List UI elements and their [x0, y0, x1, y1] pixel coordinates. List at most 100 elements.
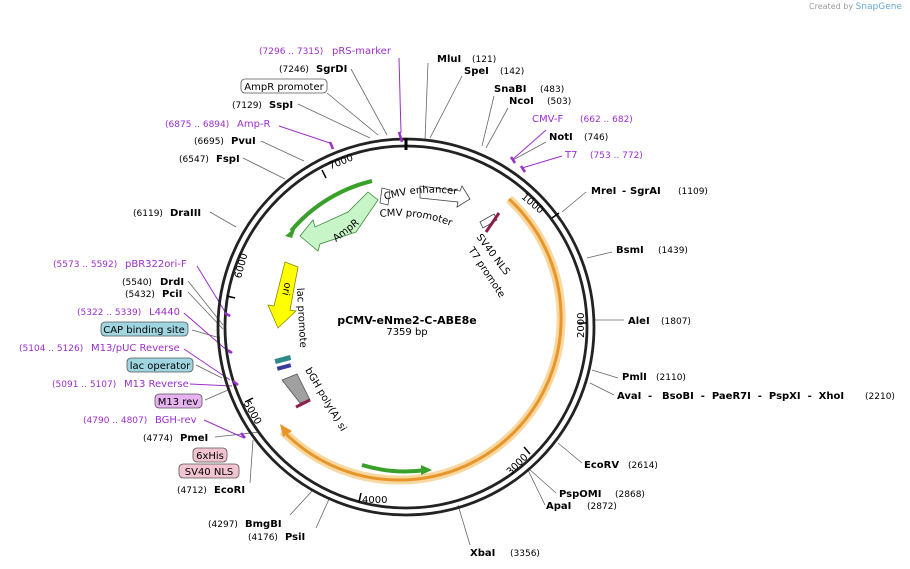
enzyme-sgrai: SgrAI	[630, 186, 661, 197]
label-ampr-promoter: AmpR promoter	[244, 82, 324, 93]
enzyme-pcii-pos: (5432)	[125, 290, 155, 300]
enzyme-bsmi: BsmI	[616, 245, 644, 256]
label-sv40-nls-box: SV40 NLS	[185, 467, 234, 478]
enzyme-avai-group: BsoBI - PaeR7I - PspXI - XhoI	[662, 391, 844, 402]
box-lac-operator	[126, 357, 194, 373]
sv40-nls-small	[295, 398, 311, 409]
enzyme-avai-pos: (2210)	[865, 392, 895, 402]
primer-m13-reverse-pos: (5091 .. 5107)	[52, 380, 116, 390]
enzyme-pspomi: PspOMI	[559, 489, 601, 500]
enzyme-pvui-pos: (6695)	[194, 137, 224, 147]
primer-m13-puc-rev: M13/pUC Reverse	[91, 343, 180, 354]
tick-4000: 4000	[362, 495, 387, 506]
enzyme-draiii-pos: (6119)	[133, 209, 163, 219]
primer-bgh-rev-pos: (4790 .. 4807)	[83, 416, 147, 426]
cap-binding-marker	[274, 355, 292, 365]
enzyme-spei-pos: (142)	[500, 67, 524, 77]
enzyme-avai: AvaI	[617, 391, 641, 402]
tick-2000: 2000	[576, 313, 587, 338]
enzyme-sspi: SspI	[269, 100, 293, 111]
box-6xhis	[192, 447, 228, 463]
enzyme-ncoi-pos: (503)	[547, 97, 571, 107]
enzyme-pmli-pos: (2110)	[656, 373, 686, 383]
enzyme-xbai-pos: (3356)	[510, 549, 540, 559]
box-sv40-nls	[178, 463, 240, 479]
green-line-bottom	[361, 463, 427, 474]
cds-arc	[281, 197, 563, 482]
cds-arrowhead	[280, 424, 292, 437]
enzyme-draiii: DraIII	[170, 208, 201, 219]
primer-cmv-f: CMV-F	[532, 114, 563, 125]
enzyme-alei: AleI	[628, 316, 650, 327]
enzyme-fspi-pos: (6547)	[179, 155, 209, 165]
box-m13-rev	[154, 393, 203, 409]
label-leader-lines	[187, 62, 624, 546]
enzyme-ecorv-pos: (2614)	[628, 461, 658, 471]
snapgene-logo: SnapGene	[855, 2, 902, 12]
enzyme-ncoi: NcoI	[509, 96, 534, 107]
ori-arrow	[267, 261, 299, 329]
enzyme-sgrai-dash: -	[622, 186, 626, 197]
ampr-line-top-arrow	[285, 227, 296, 238]
plasmid-name: pCMV-eNme2-C-ABE8e	[337, 314, 476, 327]
box-ampr-promoter	[240, 78, 328, 94]
primer-l4440: L4440	[149, 307, 180, 318]
enzyme-pmei-pos: (4774)	[143, 434, 173, 444]
tick-6000: 6000	[233, 252, 250, 279]
enzyme-labels-right: MluI (121) SpeI (142) SnaBI (483) NcoI (…	[437, 54, 895, 559]
enzyme-apai-pos: (2872)	[587, 502, 617, 512]
primer-prs-marker: pRS-marker	[332, 46, 392, 57]
enzyme-mrei: MreI	[591, 186, 616, 197]
enzyme-pspomi-pos: (2868)	[615, 490, 645, 500]
credit-prefix: Created by	[809, 2, 854, 11]
enzyme-pmei: PmeI	[180, 433, 208, 444]
enzyme-sgrdi-pos: (7246)	[279, 65, 309, 75]
primer-sites	[224, 131, 527, 439]
tick-3000: 3000	[505, 452, 531, 478]
enzyme-snabi-pos: (483)	[540, 85, 564, 95]
enzyme-xbai: XbaI	[470, 548, 495, 559]
label-6xhis: 6xHis	[196, 451, 224, 462]
enzyme-noti-pos: (746)	[584, 133, 608, 143]
enzyme-fspi: FspI	[216, 154, 240, 165]
snapgene-credit: Created by SnapGene	[809, 2, 902, 12]
label-cap-binding-site: CAP binding site	[103, 325, 185, 336]
enzyme-noti: NotI	[549, 132, 573, 143]
primer-t7: T7	[564, 150, 577, 161]
label-lac-operator: lac operator	[130, 361, 191, 372]
enzyme-bmgbi: BmgBI	[245, 519, 282, 530]
primer-t7-pos: (753 .. 772)	[590, 151, 643, 161]
enzyme-pmli: PmlI	[622, 372, 647, 383]
green-line-bottom-arrow	[421, 465, 432, 475]
label-ori: ori	[279, 281, 293, 296]
boxed-feature-labels: AmpR promoter CAP binding site lac opera…	[100, 78, 328, 479]
primer-pbr322ori-f: pBR322ori-F	[125, 259, 187, 270]
enzyme-labels-left: (4176) PsiI (4297) BmgBI (4712) EcoRI (4…	[122, 64, 347, 543]
plasmid-length: 7359 bp	[386, 327, 427, 338]
enzyme-ecori-pos: (4712)	[177, 486, 207, 496]
primer-m13-puc-rev-pos: (5104 .. 5126)	[19, 344, 83, 354]
label-m13-rev: M13 rev	[158, 397, 199, 408]
label-cmv-promoter: CMV promoter	[379, 208, 454, 229]
primer-amp-r-pos: (6875 .. 6894)	[165, 120, 229, 130]
cmv-enhancer-arrow	[419, 185, 471, 208]
primer-amp-r: Amp-R	[237, 119, 271, 130]
enzyme-pvui: PvuI	[231, 136, 256, 147]
enzyme-bsmi-pos: (1439)	[658, 246, 688, 256]
enzyme-snabi: SnaBI	[494, 84, 526, 95]
enzyme-sgrdi: SgrDI	[316, 64, 347, 75]
primer-m13-reverse: M13 Reverse	[124, 379, 189, 390]
enzyme-apai: ApaI	[546, 501, 571, 512]
primer-labels: (7296 .. 7315) pRS-marker (6875 .. 6894)…	[19, 46, 643, 426]
box-cap-binding-site	[100, 321, 189, 337]
enzyme-sspi-pos: (7129)	[232, 101, 262, 111]
enzyme-ecori: EcoRI	[214, 485, 245, 496]
enzyme-pcii: PciI	[162, 289, 182, 300]
enzyme-psii-pos: (4176)	[248, 533, 278, 543]
primer-prs-marker-pos: (7296 .. 7315)	[259, 47, 323, 57]
primer-bgh-rev: BGH-rev	[155, 415, 197, 426]
primer-cmv-f-pos: (662 .. 682)	[580, 115, 633, 125]
t7-promoter-marker	[479, 213, 498, 229]
primer-pbr322ori-f-pos: (5573 .. 5592)	[53, 260, 117, 270]
enzyme-drdi: DrdI	[160, 277, 184, 288]
